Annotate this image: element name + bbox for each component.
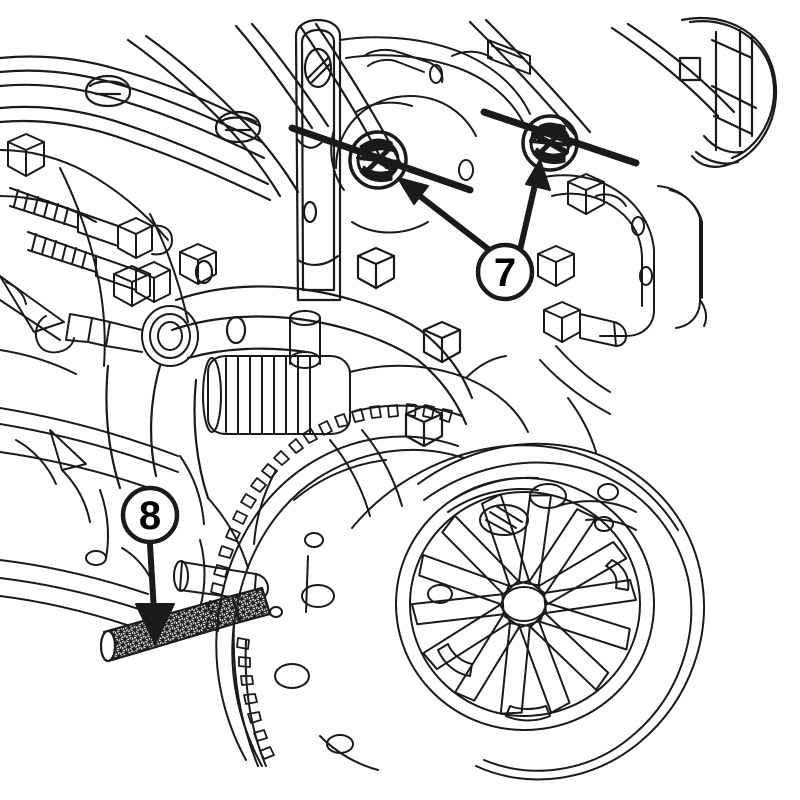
lower-block-rails [0, 349, 206, 631]
callout-8-circle[interactable] [120, 485, 180, 545]
hex-bolt-head [537, 245, 575, 287]
arrow-7-left [397, 177, 495, 255]
bell-housing-cover [678, 16, 778, 168]
hex-bolt-head [113, 265, 151, 307]
bracket-plate-slot [294, 18, 342, 302]
pointer-line-left-bolt [288, 124, 474, 194]
pointer-line-right-bolt [480, 108, 640, 167]
arrow-8-down [135, 541, 175, 645]
threaded-stud [9, 187, 173, 259]
threaded-stud [27, 231, 171, 303]
knurled-guide-rod [99, 586, 272, 663]
support-bracket-right [537, 173, 708, 453]
hex-bolt-head [567, 173, 605, 215]
ribbed-hose-connector [202, 310, 529, 435]
hex-bolt-head [356, 246, 396, 290]
upper-housing-body [330, 36, 531, 234]
callout-8-arrows [135, 541, 175, 645]
pointer-lines [288, 108, 640, 194]
arrow-7-right [517, 159, 551, 253]
callout-7[interactable]: 7 [475, 242, 535, 302]
diaphragm-spring-fingers [410, 493, 637, 722]
callout-7-label: 7 [494, 251, 516, 295]
callout-7-circle[interactable] [475, 242, 535, 302]
callout-8[interactable]: 8 [120, 485, 180, 545]
hex-bolt-head [7, 133, 45, 177]
cylinder-boss-port [35, 305, 199, 367]
cylindrical-dowel [543, 301, 627, 347]
case-webbing [207, 429, 403, 569]
mounting-bolt-right [521, 114, 579, 172]
hex-bolt-head [422, 320, 462, 364]
intake-manifold-tubes [0, 18, 736, 202]
clutch-pressure-plate [351, 442, 705, 781]
callout-8-label: 8 [139, 494, 161, 538]
drawing-linework [0, 16, 778, 781]
callout-7-arrows [397, 159, 551, 255]
flywheel-ring-gear [206, 403, 465, 771]
left-block-face [0, 133, 217, 367]
